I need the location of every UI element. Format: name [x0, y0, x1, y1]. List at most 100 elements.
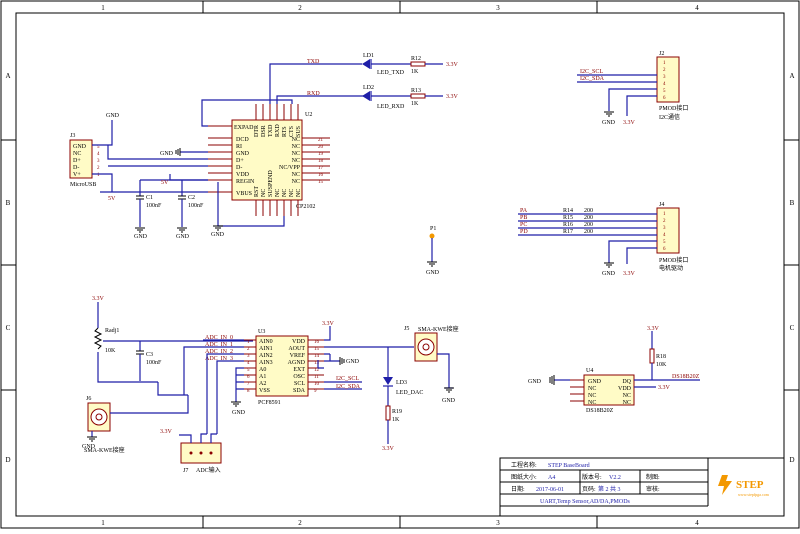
pcf-lnum-8: 8 — [247, 389, 250, 394]
ds-lpin-nc2: NC — [588, 393, 596, 399]
tb-size: A4 — [548, 475, 555, 481]
j5-gnd: GND — [442, 398, 456, 404]
cp2102-bpin-7: NC — [296, 189, 302, 197]
r17-val: 200 — [584, 229, 593, 235]
col-label-2-bottom: 2 — [298, 519, 302, 527]
j3-pin-dplus: D+ — [73, 158, 81, 164]
cp2102-bpin-3: SUSPEND — [268, 170, 274, 197]
pot-ref: Radj1 — [105, 328, 119, 334]
r12-val: 1K — [411, 69, 419, 75]
led-ld3: LD3 LED_DAC R19 1K 3.3V — [382, 347, 423, 452]
ld2-label: LED_RXD — [377, 104, 405, 110]
r12-body — [410, 61, 426, 67]
cp2102-pin-vbus: VBUS — [236, 191, 252, 197]
cap-c3: C3 100nF — [136, 341, 162, 381]
ds-lpin-gnd: GND — [588, 379, 602, 385]
cp2102-rpin-5: NC/VPP — [279, 165, 301, 171]
ds-rpin-dq: DQ — [622, 379, 631, 385]
step-logo-url: www.stepfpga.com — [738, 492, 770, 497]
cp2102-pin-vdd: VDD — [236, 172, 250, 178]
j3-num-4: 4 — [97, 152, 100, 157]
ds-rpin-vdd: VDD — [618, 386, 632, 392]
pcf-rnum-14: 14 — [314, 354, 320, 359]
cp2102-rpin-3: NC — [292, 151, 300, 157]
cp2102-pin-dsr: DSR — [261, 125, 267, 137]
col-label-4-bottom: 4 — [695, 519, 699, 527]
j2-net-sda: I2C_SDA — [580, 76, 605, 82]
j3-num-1: 1 — [97, 173, 100, 178]
pcf-lnum-3: 3 — [247, 354, 250, 359]
c2-val: 100nF — [188, 203, 204, 209]
cp2102-pin-ri: RI — [236, 144, 242, 150]
pcf-lpin-2: AIN1 — [259, 346, 273, 352]
col-label-3-bottom: 3 — [496, 519, 500, 527]
ds-lpin-nc3: NC — [588, 400, 596, 406]
cp2102-pin-regin: REGIN — [236, 179, 255, 185]
j2-body — [656, 56, 680, 103]
j4-sub: 电机驱动 — [659, 264, 683, 272]
ld3-symbol — [383, 377, 393, 385]
r16-ref: R16 — [563, 222, 573, 228]
r14-ref: R14 — [563, 208, 573, 214]
pcf-lpin-6: A1 — [259, 374, 266, 380]
j2-num-1: 1 — [663, 61, 666, 66]
cp2102-bpin-6: NC — [289, 189, 295, 197]
header-j7: J7 ADC输入 3.3V — [160, 429, 222, 474]
col-label-1-bottom: 1 — [101, 519, 105, 527]
pcf-rpin-11: OSC — [293, 374, 305, 380]
title-block — [499, 457, 785, 517]
j2-num-5: 5 — [663, 89, 666, 94]
j2-gnd: GND — [602, 120, 616, 126]
r14-val: 200 — [584, 208, 593, 214]
c1-gnd: GND — [134, 234, 148, 240]
pcf-rnum-16: 16 — [314, 340, 320, 345]
cp2102-pin-rts: RTS — [282, 126, 288, 137]
pcf-lpin-4: AIN3 — [259, 360, 273, 366]
cp2102-gnd-symbol — [175, 148, 181, 156]
ds-rpin-nc2: NC — [623, 400, 631, 406]
r13-body — [410, 93, 426, 99]
j7-33v: 3.3V — [160, 429, 173, 435]
c2-gnd: GND — [176, 234, 190, 240]
tb-page-label: 页码: — [582, 485, 596, 493]
ld2-33v: 3.3V — [446, 94, 459, 100]
r17-ref: R17 — [563, 229, 573, 235]
step-logo-text: STEP — [736, 479, 764, 491]
tb-project: STEP BaseBoard — [548, 463, 590, 469]
c1-ref: C1 — [146, 195, 153, 201]
cp2102-name: CP2102 — [296, 204, 315, 210]
cp2102-body — [231, 119, 303, 201]
col-label-1: 1 — [101, 4, 105, 12]
sma-j6: J6 SMA-KWE接座 GND — [82, 395, 189, 454]
pcf-rnum-10: 10 — [314, 382, 320, 387]
j4-name: PMOD接口 — [659, 256, 688, 264]
pcf-lpin-8: VSS — [259, 388, 270, 394]
pcf8591-chip: U3 PCF8591 AIN0 AIN1 AIN2 AIN3 A0 A1 A2 … — [244, 329, 324, 406]
row-label-a-right: A — [789, 72, 794, 80]
j6-name: SMA-KWE接座 — [84, 446, 125, 454]
p1-ref: P1 — [430, 226, 436, 232]
j4-num-3: 3 — [663, 226, 666, 231]
pcf-net-adc1: ADC_IN_1 — [205, 342, 233, 348]
pcf-lpin-7: A2 — [259, 381, 266, 387]
cp2102-bottom-gnd-label: GND — [211, 232, 225, 238]
cp2102-gnd-label: GND — [160, 151, 174, 157]
cp2102-pin-gnd: GND — [236, 151, 250, 157]
r15-ref: R15 — [563, 215, 573, 221]
ld1-symbol — [362, 59, 370, 69]
pcf-rnum-15: 15 — [314, 347, 320, 352]
ds-ref: U4 — [586, 368, 593, 374]
cp2102-rnum-5: 17 — [318, 166, 324, 171]
cp2102-rnum-4: 18 — [318, 159, 324, 164]
pmod-j4: J4 PMOD接口 电机驱动 1 2 3 4 5 6 PA PB PC PD R… — [518, 202, 688, 277]
pcf-rpin-16: VDD — [292, 339, 306, 345]
cp2102-pin-txd: TXD — [268, 124, 274, 137]
j3-gnd-label: GND — [106, 113, 120, 119]
ds-body — [583, 374, 635, 406]
tb-drawn-label: 制图: — [646, 473, 660, 481]
j2-num-6: 6 — [663, 96, 666, 101]
j6-ref: J6 — [86, 396, 91, 402]
ds-33v: 3.3V — [658, 385, 671, 391]
led-ld1: LD1 LED_TXD R12 1K 3.3V — [362, 53, 459, 76]
